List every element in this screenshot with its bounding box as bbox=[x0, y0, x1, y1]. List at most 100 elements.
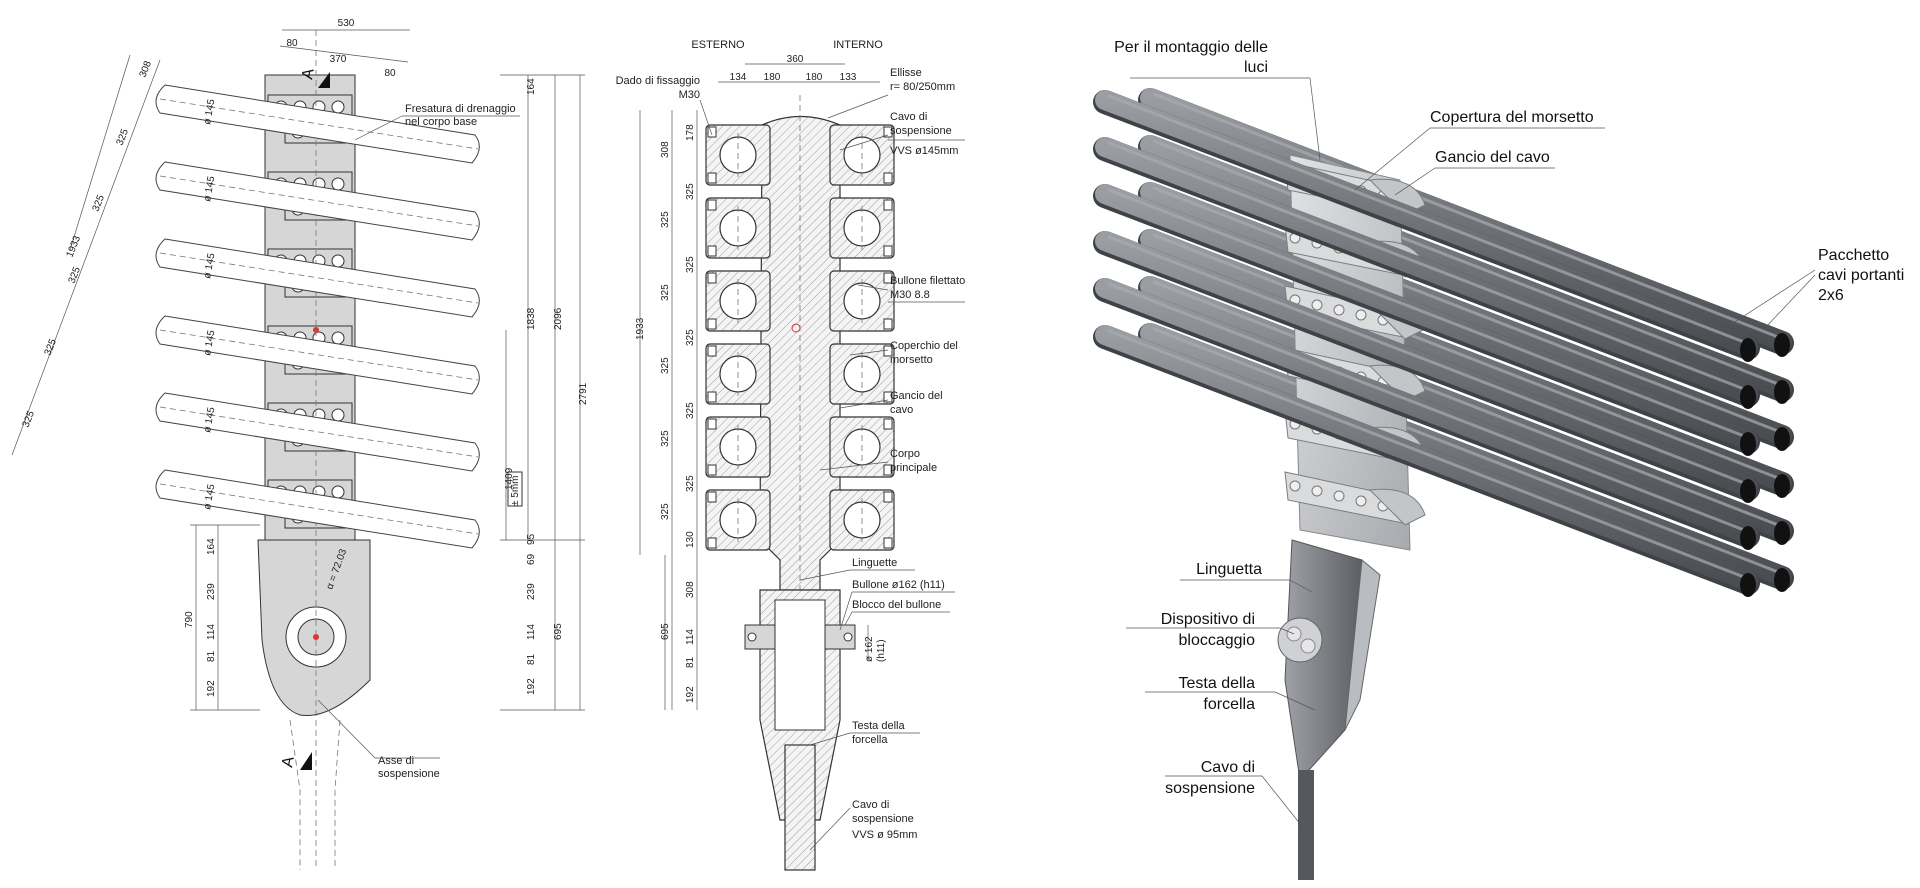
svg-text:Per il montaggio delle: Per il montaggio delle bbox=[1114, 39, 1268, 56]
mid-left-dim-7: 308 bbox=[685, 581, 696, 598]
render-front-pipe-2 bbox=[1093, 184, 1760, 456]
render-label-fork: Testa della forcella bbox=[1145, 675, 1316, 713]
render-label-lights: Per il montaggio delle luci bbox=[1114, 39, 1321, 161]
mid-outer-dim-5: 325 bbox=[660, 503, 671, 520]
dim-114: 114 bbox=[526, 624, 537, 640]
callout-bolt162: Bullone ø162 (h11) bbox=[839, 579, 955, 631]
svg-text:bloccaggio: bloccaggio bbox=[1179, 632, 1256, 649]
lug-dim-239: 239 bbox=[206, 583, 217, 600]
mid-left-dim-5: 325 bbox=[685, 475, 696, 492]
dim-239: 239 bbox=[526, 583, 537, 600]
render-front-pipe-1 bbox=[1093, 137, 1760, 409]
svg-text:cavo: cavo bbox=[890, 404, 913, 416]
svg-text:Copertura del morsetto: Copertura del morsetto bbox=[1430, 109, 1594, 126]
render-back-pipe-1 bbox=[1138, 135, 1794, 404]
render-back-pipe-0 bbox=[1138, 88, 1794, 357]
mid-outer-dim-1: 325 bbox=[660, 211, 671, 228]
pipe-diameter-2: ø 145 bbox=[202, 252, 217, 280]
mid-left-dim-4: 325 bbox=[685, 402, 696, 419]
clamp-pairs bbox=[705, 124, 895, 551]
pipe-spacing-dimensions: 308 325 325 325 325 325 1933 bbox=[11, 54, 161, 456]
dim-180-a: 180 bbox=[764, 72, 781, 83]
render-back-pipe-4 bbox=[1138, 276, 1794, 545]
svg-text:sospensione: sospensione bbox=[378, 768, 440, 780]
render-pipes-back-row bbox=[1138, 88, 1794, 592]
mid-outer-dim-2: 325 bbox=[660, 284, 671, 301]
render-3d-view: Per il montaggio delle luci Copertura de… bbox=[1093, 39, 1904, 880]
render-front-pipe-5 bbox=[1093, 325, 1760, 597]
callout-body: Corpo principale bbox=[819, 448, 937, 474]
svg-text:sospensione: sospensione bbox=[890, 125, 952, 137]
clamp-pair-1 bbox=[705, 197, 895, 259]
render-back-pipe-2 bbox=[1138, 182, 1794, 451]
callout-cable: Cavo di sospensione VVS ø145mm bbox=[839, 111, 965, 157]
svg-text:forcella: forcella bbox=[1203, 696, 1255, 713]
mid-left-dim-10: 192 bbox=[685, 686, 696, 703]
svg-text:Blocco del bullone: Blocco del bullone bbox=[852, 599, 941, 611]
dim-1838: 1838 bbox=[526, 307, 537, 330]
section-mark-top: A bbox=[299, 67, 318, 81]
section-arrow-bottom bbox=[300, 752, 312, 770]
spacing-0: 308 bbox=[138, 59, 155, 79]
dim-360: 360 bbox=[787, 54, 804, 65]
lug-dim-192: 192 bbox=[206, 680, 217, 697]
mid-outer-dim-0: 308 bbox=[660, 141, 671, 158]
svg-text:Linguetta: Linguetta bbox=[1196, 561, 1262, 578]
svg-text:Asse di: Asse di bbox=[378, 755, 414, 767]
render-back-pipe-5 bbox=[1138, 323, 1794, 592]
callout-cable95: Cavo di sospensione VVS ø 95mm bbox=[809, 799, 917, 851]
render-label-lock: Dispositivo di bloccaggio bbox=[1126, 611, 1295, 649]
callout-bolt-block: Blocco del bullone bbox=[844, 599, 950, 626]
bolt-dimension: ø 162 (h11) bbox=[864, 625, 887, 662]
pipe-diameter-3: ø 145 bbox=[202, 329, 217, 357]
mid-outer-dim-4: 325 bbox=[660, 430, 671, 447]
pipe-4 bbox=[155, 392, 480, 472]
lug-dim-114: 114 bbox=[206, 624, 217, 640]
section-mark-bottom: A bbox=[279, 755, 298, 769]
callout-fork-head: Testa della forcella bbox=[809, 720, 920, 746]
dim-tolerance: ± 5mm bbox=[510, 476, 521, 507]
svg-text:M30: M30 bbox=[679, 89, 700, 101]
clamp-pair-5 bbox=[705, 489, 895, 551]
side-esterno: ESTERNO bbox=[691, 39, 745, 51]
clamp-pair-3 bbox=[705, 343, 895, 405]
render-front-pipe-4 bbox=[1093, 278, 1760, 550]
dim-180-b: 180 bbox=[806, 72, 823, 83]
lug-dim-81: 81 bbox=[206, 650, 217, 662]
top-dimensions: 530 80 370 80 bbox=[279, 18, 410, 79]
render-front-pipe-3 bbox=[1093, 231, 1760, 503]
dim-134: 134 bbox=[730, 72, 747, 83]
svg-text:nel corpo base: nel corpo base bbox=[405, 116, 477, 128]
svg-text:Fresatura di drenaggio: Fresatura di drenaggio bbox=[405, 103, 516, 115]
dim-80-left: 80 bbox=[286, 38, 298, 49]
clamp-pair-0 bbox=[705, 124, 895, 186]
mid-left-dim-2: 325 bbox=[685, 256, 696, 273]
svg-text:sospensione: sospensione bbox=[852, 813, 914, 825]
overall-1933: 1933 bbox=[65, 234, 84, 259]
svg-text:Cavo di: Cavo di bbox=[1201, 759, 1255, 776]
spacing-4: 325 bbox=[43, 337, 60, 357]
render-label-cover: Copertura del morsetto bbox=[1354, 109, 1605, 191]
render-front-pipe-0 bbox=[1093, 90, 1760, 362]
cable-pipes bbox=[155, 84, 480, 549]
svg-text:Coperchio del: Coperchio del bbox=[890, 340, 958, 352]
pipe-diameter-4: ø 145 bbox=[202, 406, 217, 434]
svg-text:Gancio del: Gancio del bbox=[890, 390, 943, 402]
mid-dim-695: 695 bbox=[660, 623, 671, 640]
render-label-tongue: Linguetta bbox=[1180, 561, 1313, 593]
mid-outer-dim-3: 325 bbox=[660, 357, 671, 374]
mid-top-dimensions: 360 134 180 180 133 bbox=[718, 54, 880, 83]
svg-text:ø 162: ø 162 bbox=[864, 636, 875, 662]
suspension-cable-dashed bbox=[289, 719, 341, 870]
svg-text:cavi portanti: cavi portanti bbox=[1818, 267, 1904, 284]
dim-1409: 1409 bbox=[504, 467, 515, 490]
svg-text:sospensione: sospensione bbox=[1165, 780, 1255, 797]
pipe-diameter-5: ø 145 bbox=[202, 483, 217, 511]
pin-center bbox=[313, 634, 319, 640]
svg-text:Cavo di: Cavo di bbox=[890, 111, 927, 123]
svg-text:Corpo: Corpo bbox=[890, 448, 920, 460]
svg-text:r= 80/250mm: r= 80/250mm bbox=[890, 81, 955, 93]
mid-left-dim-8: 114 bbox=[685, 629, 696, 645]
